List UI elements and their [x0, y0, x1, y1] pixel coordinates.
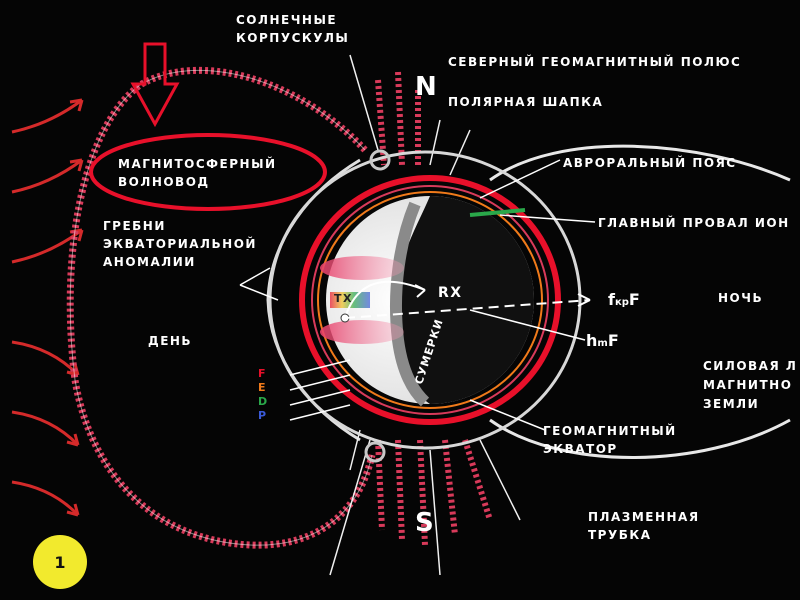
north-field-lines	[349, 54, 471, 176]
label-field-lines: СИЛОВАЯ Л МАГНИТНО ЗЕМЛИ	[703, 359, 798, 411]
label-tx: TX	[334, 292, 353, 305]
south-field-lines	[329, 429, 521, 576]
north-pole-node	[369, 149, 391, 171]
label-plasma-tube: ПЛАЗМЕННАЯ ТРУБКА	[588, 510, 700, 542]
label-geomagnetic-equator: ГЕОМАГНИТНЫЙ ЭКВАТОР	[543, 424, 677, 456]
ionosphere-shell-red	[299, 175, 561, 425]
label-rx: RX	[438, 285, 463, 301]
highlight-ellipse	[89, 133, 327, 211]
label-layer-e: E	[258, 381, 266, 394]
rainbow-band	[330, 292, 370, 308]
anomaly-band-north	[320, 256, 404, 280]
anomaly-band-south	[320, 320, 404, 344]
label-magnetospheric-waveguide: МАГНИТОСФЕРНЫЙ ВОЛНОВОД	[118, 157, 277, 189]
south-field-tubes	[375, 439, 493, 546]
label-hmf-tail: F	[607, 331, 619, 350]
ionosphere-shell-outer	[268, 150, 582, 450]
label-north: N	[415, 72, 437, 102]
label-night: НОЧЬ	[718, 291, 764, 305]
figure-number-badge: 1	[33, 535, 87, 589]
earth-night-side	[391, 196, 534, 404]
tx-rx-path	[344, 280, 426, 319]
label-hmf-sub: m	[597, 338, 608, 349]
label-layer-p: P	[258, 409, 267, 422]
label-equatorial-anomaly: ГРЕБНИ ЭКВАТОРИАЛЬНОЙ АНОМАЛИИ	[103, 219, 257, 269]
label-north-geomagnetic-pole: СЕВЕРНЫЙ ГЕОМАГНИТНЫЙ ПОЛЮС	[448, 55, 742, 69]
ionosphere-shell-pink	[311, 185, 549, 415]
label-auroral-belt: АВРОРАЛЬНЫЙ ПОЯС	[563, 156, 737, 170]
highlight-down-arrow	[130, 42, 180, 128]
label-fkpf: fкрF	[608, 291, 640, 312]
main-trough-band	[469, 208, 526, 217]
label-solar-corpuscles: СОЛНЕЧНЫЕ КОРПУСКУЛЫ	[236, 13, 350, 45]
label-day: ДЕНЬ	[148, 334, 193, 348]
night-field-line	[489, 144, 791, 459]
label-south: S	[415, 508, 434, 538]
label-fkpf-sub: кр	[614, 297, 629, 308]
solar-wind-arrows	[11, 98, 84, 517]
pointer-lines	[239, 159, 596, 431]
label-hmf-main: h	[586, 331, 598, 350]
label-layer-d: D	[258, 395, 268, 408]
label-fkpf-main: f	[608, 290, 615, 309]
label-polar-cap: ПОЛЯРНАЯ ШАПКА	[448, 95, 604, 109]
equator-dashed-line	[344, 299, 591, 319]
ionosphere-shell-orange	[317, 191, 543, 409]
label-main-trough: ГЛАВНЫЙ ПРОВАЛ ИОН	[598, 216, 790, 230]
label-fkpf-tail: F	[628, 290, 640, 309]
label-layer-f: F	[258, 367, 266, 380]
label-hmf: hmF	[586, 332, 619, 353]
south-pole-node	[364, 441, 386, 463]
